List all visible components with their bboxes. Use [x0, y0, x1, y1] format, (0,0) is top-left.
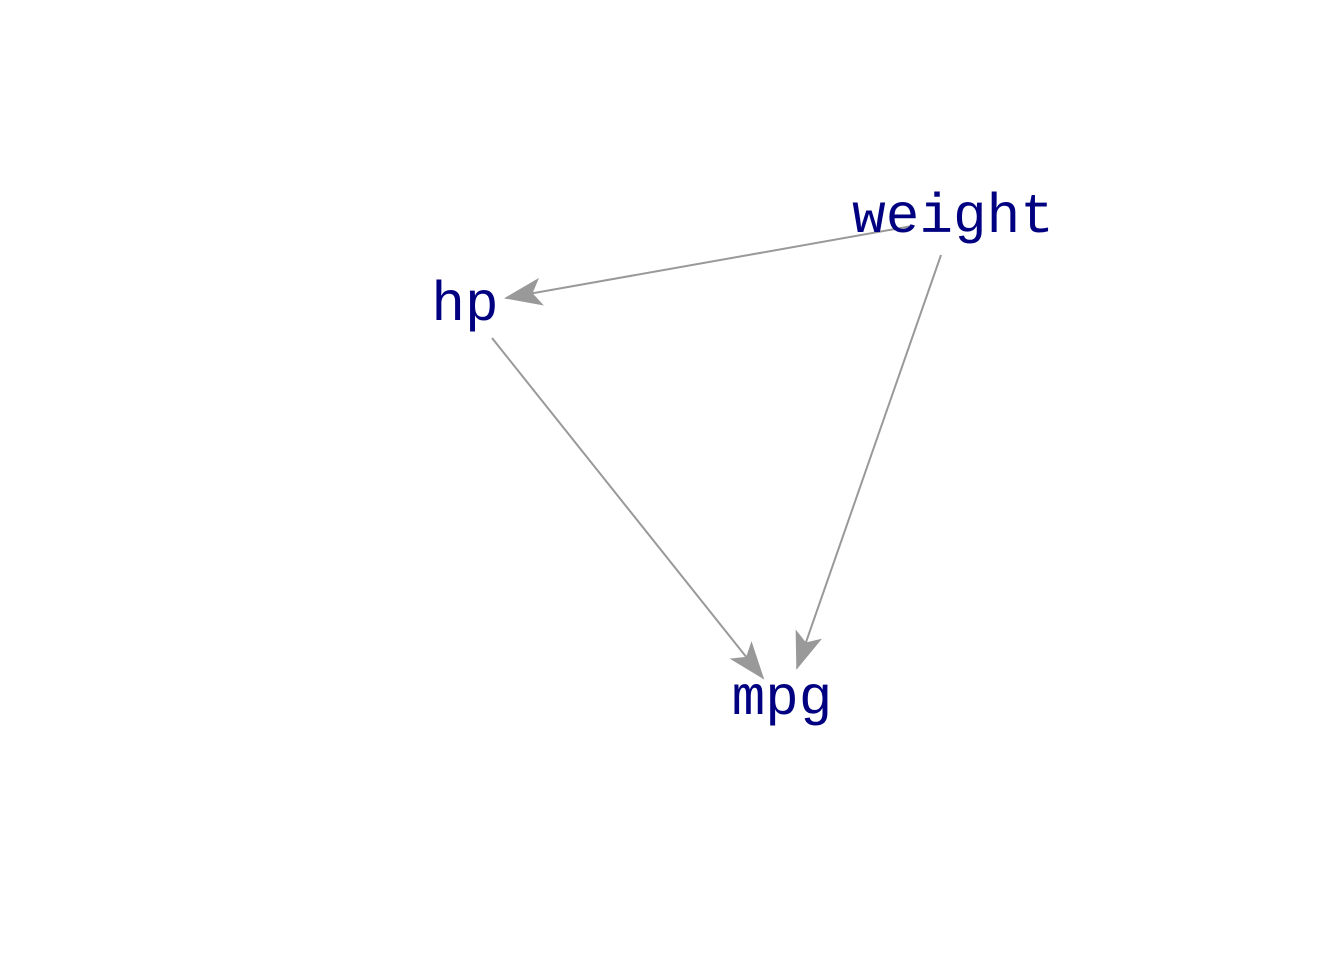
- edge-hp-to-mpg: [491, 337, 765, 680]
- node-mpg: mpg: [732, 667, 833, 731]
- node-hp: hp: [431, 273, 498, 337]
- edge-weight-to-hp: [504, 225, 913, 306]
- node-weight: weight: [852, 185, 1054, 249]
- edge-weight-to-mpg: [795, 254, 942, 670]
